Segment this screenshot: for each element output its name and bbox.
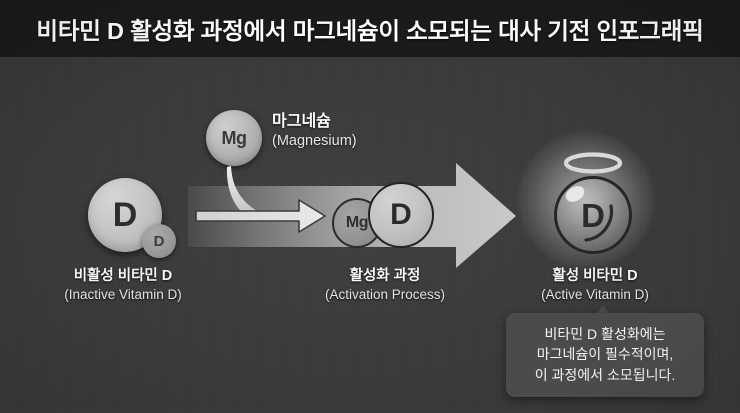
magnesium-name-ko: 마그네슘 [272, 113, 331, 130]
active-vitamin-d-label-en: (Active Vitamin D) [541, 287, 649, 303]
activation-process-label: 활성화 과정 (Activation Process) [305, 268, 465, 303]
activation-process-label-ko: 활성화 과정 [349, 268, 421, 284]
small-right-arrow-icon [195, 199, 326, 233]
callout-pointer-icon [596, 306, 610, 314]
active-vitamin-d-molecule-icon: D [554, 176, 632, 254]
callout-line-1: 비타민 D 활성화에는 [544, 326, 666, 342]
activation-magnesium-label: Mg [345, 214, 369, 231]
halo-ring-icon [563, 152, 623, 174]
title-bar: 비타민 D 활성화 과정에서 마그네슘이 소모되는 대사 기전 인포그래픽 [0, 0, 740, 57]
summary-callout: 비타민 D 활성화에는 마그네슘이 필수적이며, 이 과정에서 소모됩니다. [506, 313, 704, 397]
page-title: 비타민 D 활성화 과정에서 마그네슘이 소모되는 대사 기전 인포그래픽 [36, 17, 704, 44]
magnesium-symbol-label: Mg [221, 127, 248, 148]
inactive-vitamin-d-letter: D [112, 196, 138, 234]
shine-arc-icon [584, 204, 614, 242]
callout-line-3: 이 과정에서 소모됩니다. [534, 366, 676, 383]
active-vitamin-d-label: 활성 비타민 D (Active Vitamin D) [515, 268, 675, 303]
magnesium-name-en: (Magnesium) [272, 133, 357, 150]
magnesium-text-block: 마그네슘 (Magnesium) [272, 112, 357, 151]
magnesium-molecule-icon: Mg [206, 110, 262, 166]
inactive-vitamin-d-label-en: (Inactive Vitamin D) [64, 287, 182, 303]
inactive-vitamin-d-satellite-icon: D [142, 224, 176, 258]
inactive-vitamin-d-satellite-letter: D [153, 232, 165, 250]
inactive-vitamin-d-label-ko: 비활성 비타민 D [73, 268, 173, 284]
inactive-vitamin-d-label: 비활성 비타민 D (Inactive Vitamin D) [48, 268, 198, 303]
activation-vitamin-d-letter: D [390, 198, 412, 231]
active-vitamin-d-letter: D [581, 196, 605, 234]
activation-vitamin-d-icon: D [368, 182, 434, 248]
activation-process-label-en: (Activation Process) [324, 287, 446, 303]
callout-line-2: 마그네슘이 필수적이며, [536, 346, 674, 363]
active-vitamin-d-label-ko: 활성 비타민 D [552, 268, 638, 284]
specular-highlight-icon [565, 186, 585, 202]
